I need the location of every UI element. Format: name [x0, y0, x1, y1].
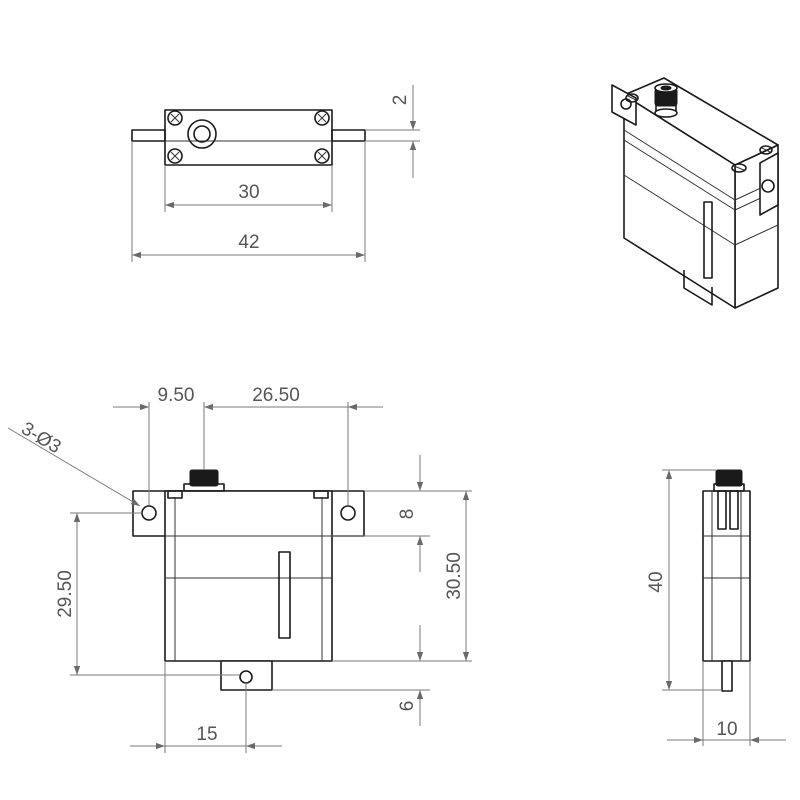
dim-label-holes-note: 3-Ø3 — [17, 418, 64, 458]
top-view-body — [131, 109, 366, 166]
screw-icon — [167, 148, 183, 164]
screw-icon — [314, 110, 330, 126]
dimension-screw-spacing: 30 — [164, 165, 333, 212]
dimension-body-to-hole: 15 — [130, 661, 282, 753]
front-view-body — [132, 469, 365, 691]
dim-label-hole-to-shaft: 9.50 — [158, 385, 195, 406]
output-shaft-icon — [187, 119, 217, 149]
dimension-hole-to-shaft: 9.50 26.50 — [113, 385, 383, 505]
side-view-body — [702, 469, 751, 692]
output-shaft-icon — [713, 469, 745, 492]
dimension-overall-width: 42 — [131, 141, 366, 262]
dimension-shaft-height: 2 — [365, 85, 420, 178]
side-view: 40 10 — [646, 469, 786, 746]
dimension-body-height: 30.50 — [332, 490, 472, 662]
dimension-thickness: 10 — [667, 661, 786, 746]
screw-icon — [625, 93, 639, 103]
front-view: 9.50 26.50 3-Ø3 29.50 8 30.50 — [7, 385, 472, 753]
mount-hole-icon — [761, 179, 775, 193]
output-shaft-icon — [183, 469, 225, 492]
isometric-view — [611, 77, 779, 309]
dimension-bottom-tab: 6 — [272, 625, 430, 726]
dim-label-tab-height: 8 — [397, 509, 418, 520]
dim-label-shaft-to-hole: 26.50 — [252, 385, 300, 406]
dimension-holes-note: 3-Ø3 — [7, 418, 141, 507]
screw-icon — [167, 110, 183, 126]
dim-label-body-to-hole: 15 — [196, 724, 217, 745]
dim-label-hole-to-bottom: 29.50 — [55, 570, 76, 618]
screw-icon — [314, 148, 330, 164]
output-shaft-icon — [654, 83, 678, 118]
screw-icon — [759, 145, 773, 155]
dim-label-bottom-tab: 6 — [397, 701, 418, 712]
mount-hole-icon — [340, 505, 356, 521]
dim-label-overall-width: 42 — [238, 232, 259, 253]
dim-label-shaft-height: 2 — [390, 95, 411, 106]
dimension-hole-to-bottom: 29.50 — [55, 512, 240, 676]
top-view: 2 30 42 — [131, 85, 420, 262]
screw-icon — [731, 163, 747, 173]
dim-label-total-height: 40 — [646, 571, 667, 592]
dim-label-body-height: 30.50 — [444, 552, 465, 600]
dim-label-screw-spacing: 30 — [238, 182, 259, 203]
dimension-total-height: 40 — [646, 469, 722, 691]
dim-label-thickness: 10 — [716, 719, 737, 740]
